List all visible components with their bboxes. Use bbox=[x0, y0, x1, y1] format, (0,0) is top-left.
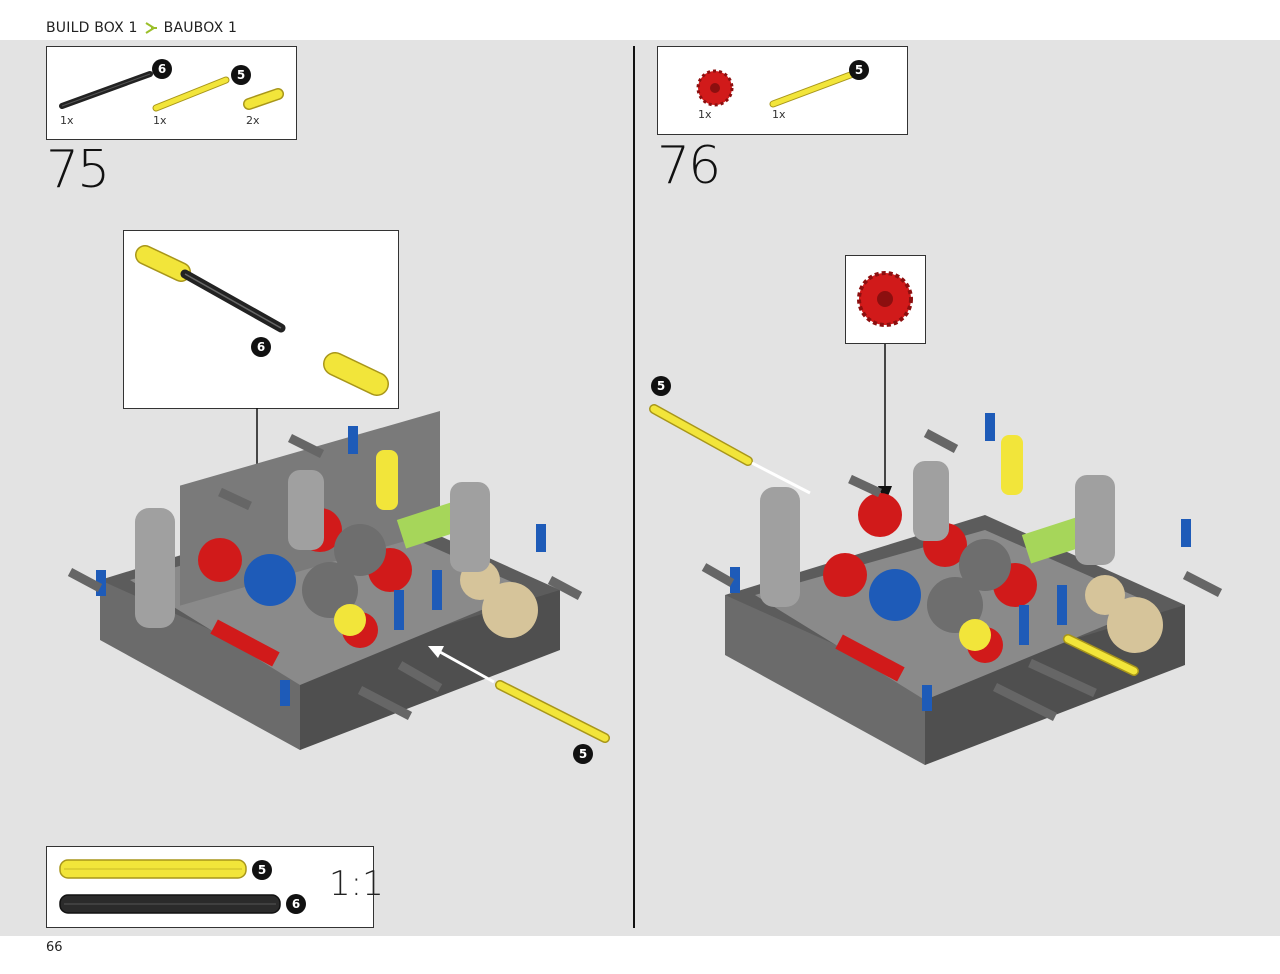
callout-badge-6: 6 bbox=[251, 337, 271, 357]
parts-list-step-75 bbox=[46, 46, 297, 140]
scale-badge-6: 6 bbox=[286, 894, 306, 914]
red-gear-icon bbox=[696, 69, 734, 107]
breadcrumb-item-build-box: BUILD BOX 1 bbox=[46, 20, 138, 36]
part-qty: 1x bbox=[772, 108, 786, 121]
main-badge-5: 5 bbox=[651, 376, 671, 396]
step-divider bbox=[633, 46, 635, 928]
model-assembly-75 bbox=[67, 411, 610, 750]
blue-gear bbox=[244, 554, 296, 606]
part-badge-5: 5 bbox=[231, 65, 251, 85]
callout-75-art bbox=[135, 245, 389, 396]
part-qty: 1x bbox=[153, 114, 167, 127]
parts-list-76-art bbox=[696, 69, 857, 108]
page-number: 66 bbox=[46, 940, 63, 955]
step-number-75: 75 bbox=[46, 140, 110, 200]
main-badge-5: 5 bbox=[573, 744, 593, 764]
black-axle-icon bbox=[59, 71, 153, 109]
step-number-76: 76 bbox=[657, 136, 721, 196]
part-qty: 1x bbox=[698, 108, 712, 121]
footer-bar bbox=[0, 936, 1280, 974]
yellow-axle-icon bbox=[769, 70, 857, 108]
scale-badge-5: 5 bbox=[252, 860, 272, 880]
chevron-right-icon bbox=[145, 22, 157, 34]
scale-ratio: 1:1 bbox=[329, 864, 384, 904]
part-qty: 1x bbox=[60, 114, 74, 127]
part-badge-6: 6 bbox=[152, 59, 172, 79]
parts-list-75-art bbox=[59, 71, 284, 112]
header-bar bbox=[0, 0, 1280, 40]
yellow-connector-icon bbox=[243, 88, 284, 110]
blue-gear bbox=[869, 569, 921, 621]
breadcrumb-item-baubox: BAUBOX 1 bbox=[163, 20, 238, 36]
tan-gear bbox=[1107, 597, 1163, 653]
tan-gear bbox=[482, 582, 538, 638]
breadcrumb: BUILD BOX 1 BAUBOX 1 bbox=[46, 20, 237, 36]
part-badge-5: 5 bbox=[849, 60, 869, 80]
part-qty: 2x bbox=[246, 114, 260, 127]
yellow-axle-icon bbox=[152, 76, 230, 112]
gear-callout-art bbox=[857, 271, 913, 327]
model-assembly-76 bbox=[649, 404, 1223, 765]
scale-reference-art bbox=[59, 859, 281, 914]
